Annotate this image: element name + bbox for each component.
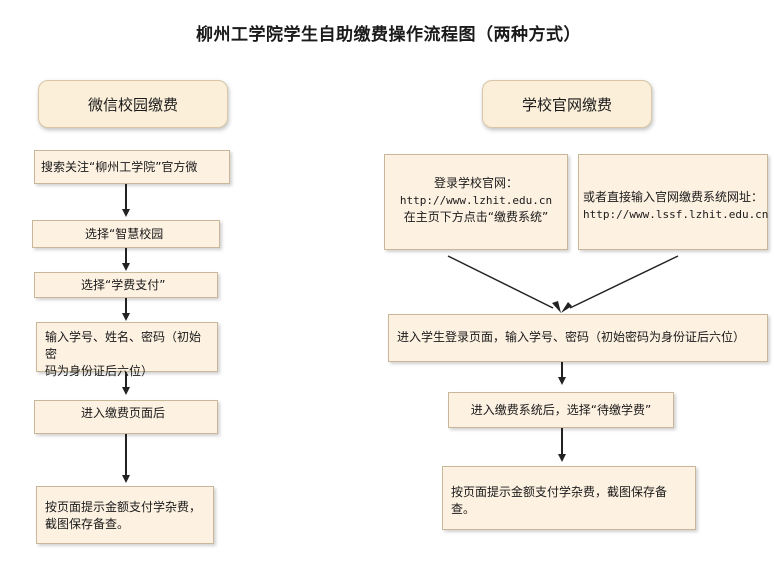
wechat-payment-header: 微信校园缴费 (38, 80, 228, 128)
right-option-2: 或者直接输入官网缴费系统网址： http://www.lssf.lzhit.ed… (578, 154, 768, 250)
left-step-4: 输入学号、姓名、密码（初始密 码为身份证后六位） (36, 322, 218, 378)
arrow-line (125, 184, 127, 210)
arrow-line (125, 248, 127, 264)
arrow-head (122, 263, 130, 271)
left-step-4-line-2: 码为身份证后六位） (45, 364, 154, 378)
arrow-line (125, 298, 127, 314)
left-step-5-text: 进入缴费页面后 (81, 406, 166, 420)
left-step-1: 搜索关注“柳州工学院”官方微 (34, 150, 230, 184)
left-step-6-line-1: 按页面提示金额支付学杂费， (45, 500, 202, 514)
left-step-1-text: 搜索关注“柳州工学院”官方微 (41, 160, 198, 174)
right-step-3: 按页面提示金额支付学杂费，截图保存备查。 (442, 466, 696, 530)
left-step-3-text: 选择“学费支付” (81, 278, 166, 292)
arrow-line (561, 362, 563, 378)
right-option-1-line-1: 登录学校官网： (433, 176, 518, 190)
page-title: 柳州工学院学生自助缴费操作流程图（两种方式） (196, 25, 581, 45)
left-step-2: 选择“智慧校园 (32, 220, 220, 248)
right-step-1-text: 进入学生登录页面，输入学号、密码（初始密码为身份证后六位） (397, 330, 746, 344)
left-step-6-line-2: 截图保存备查。 (45, 517, 130, 531)
arrow-head (122, 209, 130, 217)
arrow-head (122, 313, 130, 321)
right-option-2-url: http://www.lssf.lzhit.edu.cn (583, 208, 769, 221)
arrow-line (561, 428, 563, 455)
left-step-5: 进入缴费页面后 (34, 400, 218, 434)
left-step-2-text: 选择“智慧校园 (85, 227, 164, 241)
arrow-line (125, 434, 127, 476)
official-site-payment-header: 学校官网缴费 (482, 80, 652, 128)
official-site-payment-header-label: 学校官网缴费 (521, 95, 612, 114)
right-step-3-text: 按页面提示金额支付学杂费，截图保存备查。 (451, 485, 668, 516)
wechat-payment-header-label: 微信校园缴费 (87, 95, 178, 114)
left-step-6: 按页面提示金额支付学杂费， 截图保存备查。 (36, 486, 214, 544)
arrow-head (558, 454, 566, 462)
arrow-line (125, 372, 127, 388)
arrow-head (122, 475, 130, 483)
left-step-3: 选择“学费支付” (34, 272, 218, 298)
right-option-2-line-1: 或者直接输入官网缴费系统网址： (583, 190, 764, 204)
arrow-head (558, 377, 566, 385)
right-step-2: 进入缴费系统后，选择“待缴学费” (448, 392, 674, 428)
arrow-head (122, 387, 130, 395)
right-step-2-text: 进入缴费系统后，选择“待缴学费” (470, 403, 652, 417)
right-option-1-line-3: 在主页下方点击“缴费系统” (403, 210, 549, 224)
right-step-1: 进入学生登录页面，输入学号、密码（初始密码为身份证后六位） (388, 314, 768, 362)
right-option-1: 登录学校官网： http://www.lzhit.edu.cn 在主页下方点击“… (384, 154, 568, 250)
left-step-4-line-1: 输入学号、姓名、密码（初始密 (45, 330, 202, 361)
right-option-1-url: http://www.lzhit.edu.cn (399, 194, 553, 207)
